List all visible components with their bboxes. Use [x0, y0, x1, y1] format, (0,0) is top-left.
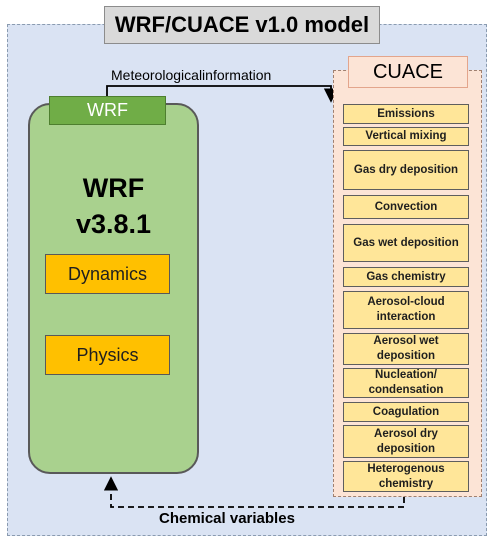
process-gas-dry-deposition: Gas dry deposition — [343, 150, 469, 190]
process-aerosol-dry-deposition: Aerosol dry deposition — [343, 425, 469, 458]
physics-box: Physics — [45, 335, 170, 375]
diagram-title: WRF/CUACE v1.0 model — [104, 6, 380, 44]
process-coagulation: Coagulation — [343, 402, 469, 422]
process-heterogenous-chemistry: Heterogenous chemistry — [343, 461, 469, 492]
meteorological-label: Meteorologicalinformation — [111, 67, 272, 83]
process-nucleation-condensation: Nucleation/ condensation — [343, 368, 469, 398]
chemical-label: Chemical variables — [159, 510, 295, 527]
wrf-version: WRF v3.8.1 — [28, 170, 199, 242]
process-gas-wet-deposition: Gas wet deposition — [343, 224, 469, 262]
cuace-tag: CUACE — [348, 56, 468, 88]
chemical-arrow — [103, 476, 405, 508]
dynamics-box: Dynamics — [45, 254, 170, 294]
process-aerosol-wet-deposition: Aerosol wet deposition — [343, 333, 469, 365]
process-emissions: Emissions — [343, 104, 469, 124]
process-convection: Convection — [343, 195, 469, 219]
wrf-tag: WRF — [49, 96, 166, 125]
wrf-name-line1: WRF — [82, 173, 145, 203]
process-aerosol-cloud-interaction: Aerosol-cloud interaction — [343, 291, 469, 329]
process-gas-chemistry: Gas chemistry — [343, 267, 469, 287]
meteorological-arrow — [106, 85, 339, 103]
process-vertical-mixing: Vertical mixing — [343, 127, 469, 146]
wrf-name-line2: v3.8.1 — [75, 209, 152, 239]
